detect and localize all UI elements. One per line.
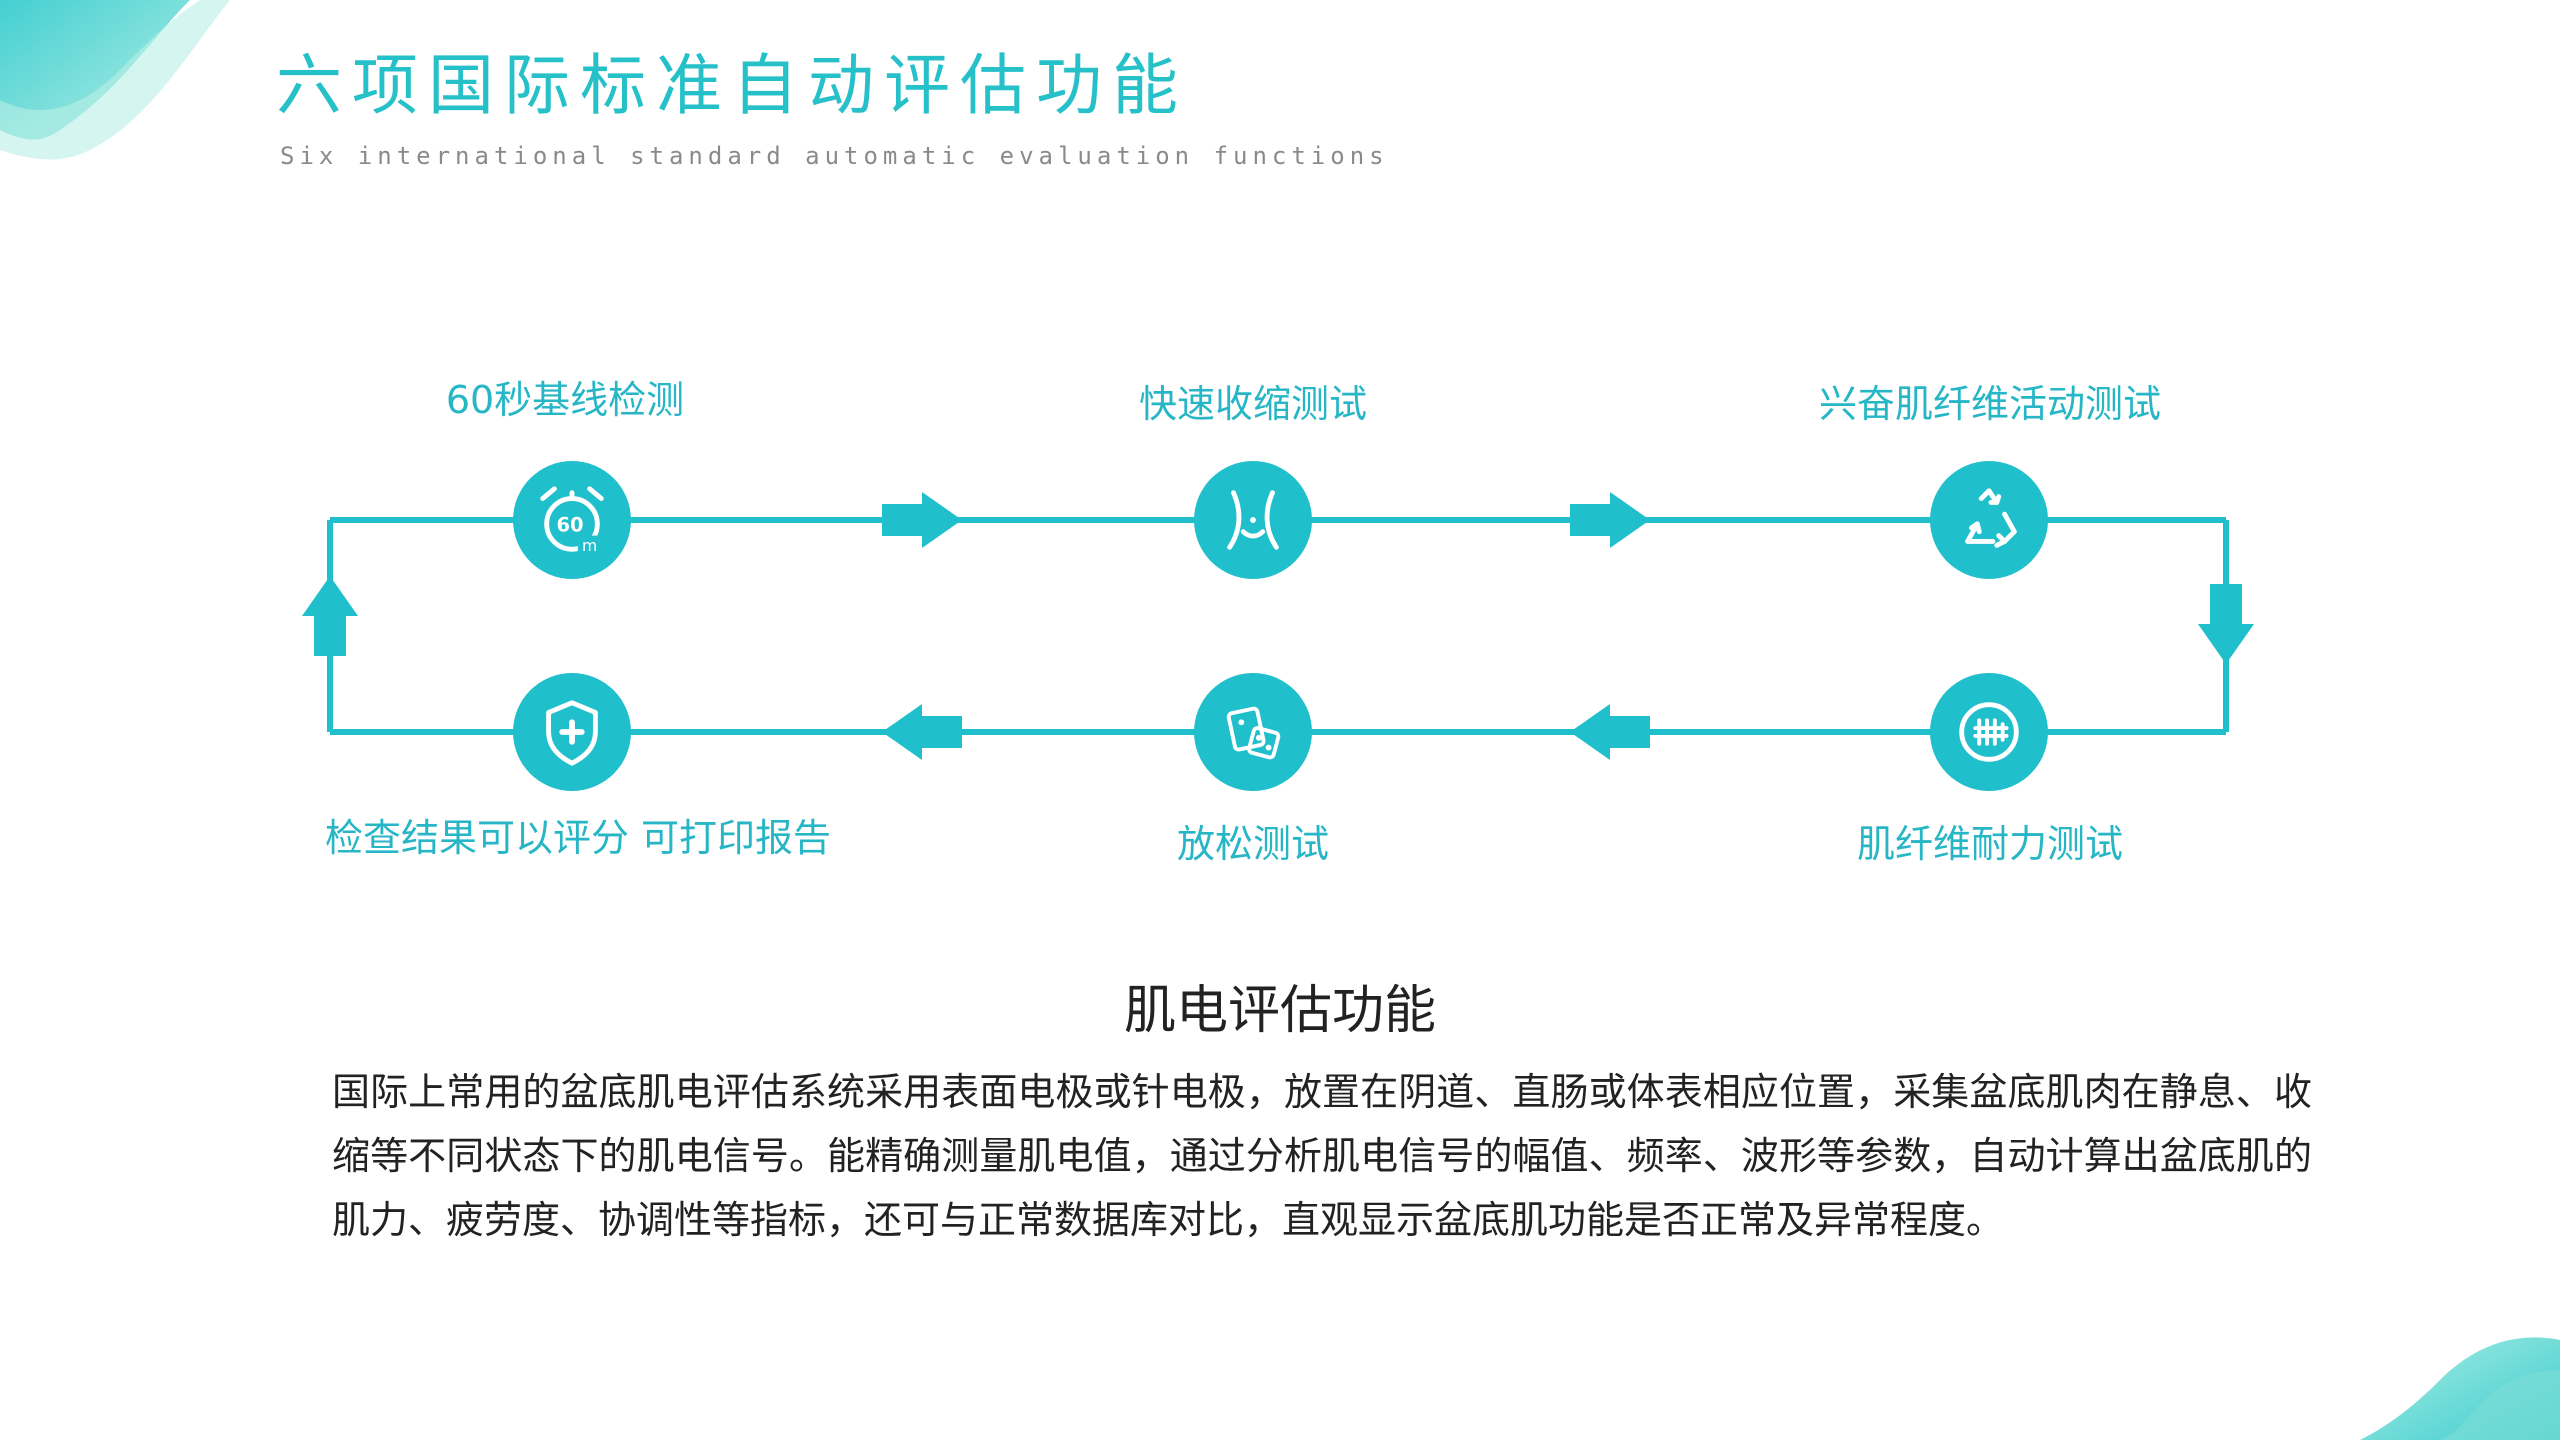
step-label-relaxation: 放松测试: [1176, 822, 1330, 866]
step-label-fiber-endurance: 肌纤维耐力测试: [1856, 822, 2124, 866]
step-label-fast-contraction: 快速收缩测试: [1138, 382, 1368, 426]
section-description: 国际上常用的盆底肌电评估系统采用表面电极或针电极，放置在阴道、直肠或体表相应位置…: [332, 1070, 2312, 1242]
dice-cards-icon: [1226, 706, 1281, 760]
step-node-fiber-endurance: [1930, 673, 2048, 791]
arrow-right-1: [882, 492, 962, 548]
arrow-down: [2198, 584, 2254, 664]
step-node-baseline: 60 m: [513, 461, 631, 579]
recycle-icon: [1965, 488, 2017, 548]
abdomen-icon: [1227, 490, 1279, 550]
arrow-left-2: [882, 704, 962, 760]
arrow-right-2: [1570, 492, 1650, 548]
section-title: 肌电评估功能: [1123, 981, 1436, 1041]
page-subtitle: Six international standard automatic eva…: [280, 142, 1389, 170]
step-label-baseline: 60秒基线检测: [445, 378, 685, 422]
decorative-wave-top-left: [0, 0, 230, 160]
decorative-wave-bottom-right: [2360, 1337, 2560, 1440]
arrow-up: [302, 576, 358, 656]
svg-text:60: 60: [556, 514, 583, 537]
arrow-left-1: [1570, 704, 1650, 760]
step-label-excitatory-fiber: 兴奋肌纤维活动测试: [1818, 382, 2162, 426]
step-label-scoring-report: 检查结果可以评分 可打印报告: [324, 816, 832, 860]
step-node-fast-contraction: [1194, 461, 1312, 579]
page-title: 六项国际标准自动评估功能: [276, 47, 1188, 124]
step-node-excitatory-fiber: [1930, 461, 2048, 579]
alarm-clock-60-icon: 60 m: [540, 486, 604, 555]
svg-text:m: m: [582, 537, 597, 555]
step-node-scoring-report: [513, 673, 631, 791]
step-node-relaxation: [1194, 673, 1312, 791]
shield-plus-icon: [546, 700, 598, 766]
muscle-fiber-icon: [1959, 702, 2019, 762]
